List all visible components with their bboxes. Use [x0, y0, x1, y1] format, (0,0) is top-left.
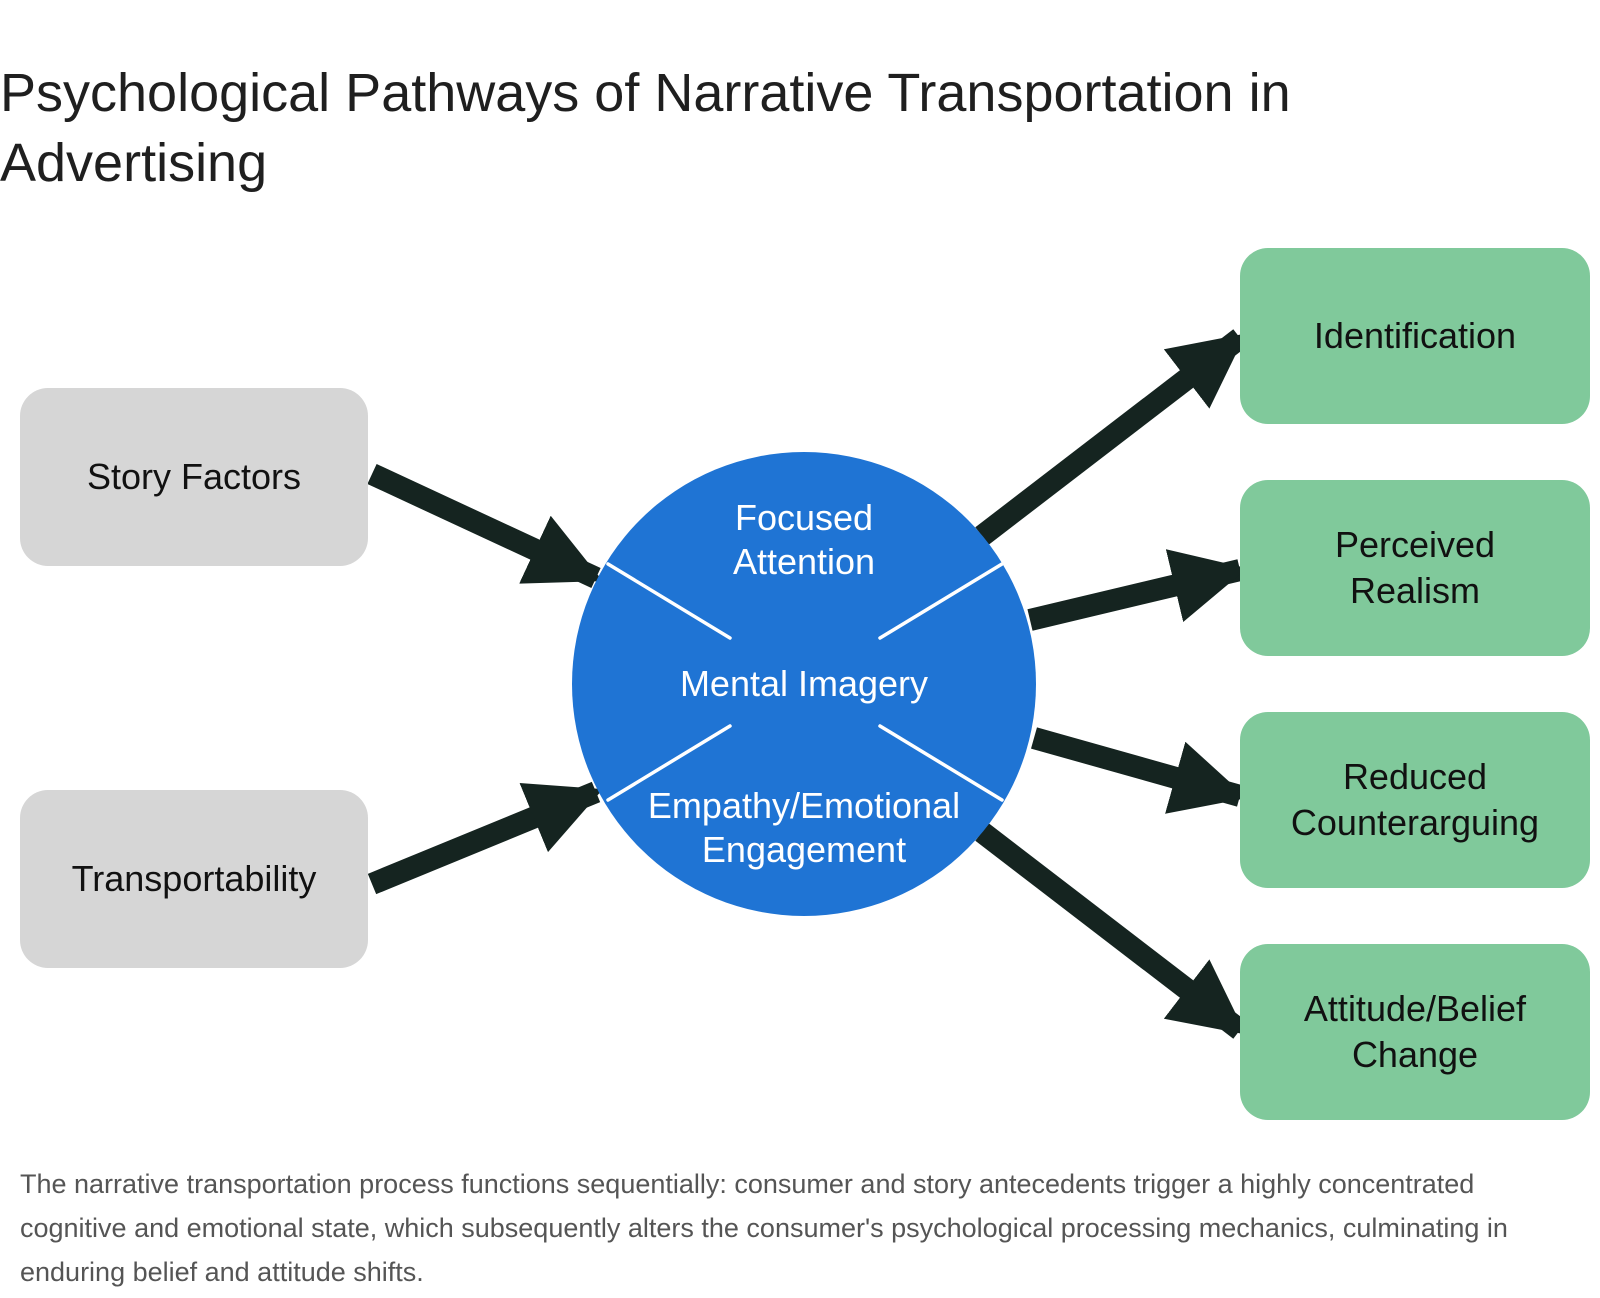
node-transportability: Transportability	[20, 790, 368, 968]
node-story-factors: Story Factors	[20, 388, 368, 566]
node-label: Story Factors	[86, 456, 302, 497]
node-reduced-counterarguing: Reduced Counterarguing	[1240, 712, 1590, 888]
center-circle: Focused Attention Mental Imagery Empathy…	[572, 452, 1036, 916]
node-attitude-belief-change: Attitude/Belief Change	[1240, 944, 1590, 1120]
divider-line	[878, 724, 1004, 802]
node-label: Identification	[1313, 315, 1517, 356]
segment-empathy-engagement: Empathy/Emotional Engagement	[647, 785, 961, 870]
arrow-center-to-counterarguing	[1031, 727, 1248, 814]
divider-line	[606, 724, 732, 802]
arrow-transportability-to-center	[367, 781, 603, 895]
arrow-story-to-center	[367, 464, 603, 588]
node-identification: Identification	[1240, 248, 1590, 424]
divider-line	[878, 562, 1004, 640]
segment-focused-attention: Focused Attention	[732, 497, 876, 582]
diagram-caption: The narrative transportation process fun…	[20, 1169, 1508, 1287]
diagram-title: Psychological Pathways of Narrative Tran…	[0, 63, 1291, 193]
node-perceived-realism: Perceived Realism	[1240, 480, 1590, 656]
divider-line	[606, 562, 732, 640]
center-circle-shape	[572, 452, 1036, 916]
segment-mental-imagery: Mental Imagery	[679, 663, 929, 704]
node-label: Attitude/Belief Change	[1303, 988, 1527, 1075]
arrow-center-to-attitude	[975, 823, 1247, 1039]
node-label: Perceived Realism	[1334, 524, 1496, 611]
arrow-center-to-realism	[1027, 549, 1248, 631]
node-label: Reduced Counterarguing	[1290, 756, 1540, 843]
arrow-center-to-identification	[975, 329, 1247, 545]
node-label: Transportability	[71, 858, 317, 899]
